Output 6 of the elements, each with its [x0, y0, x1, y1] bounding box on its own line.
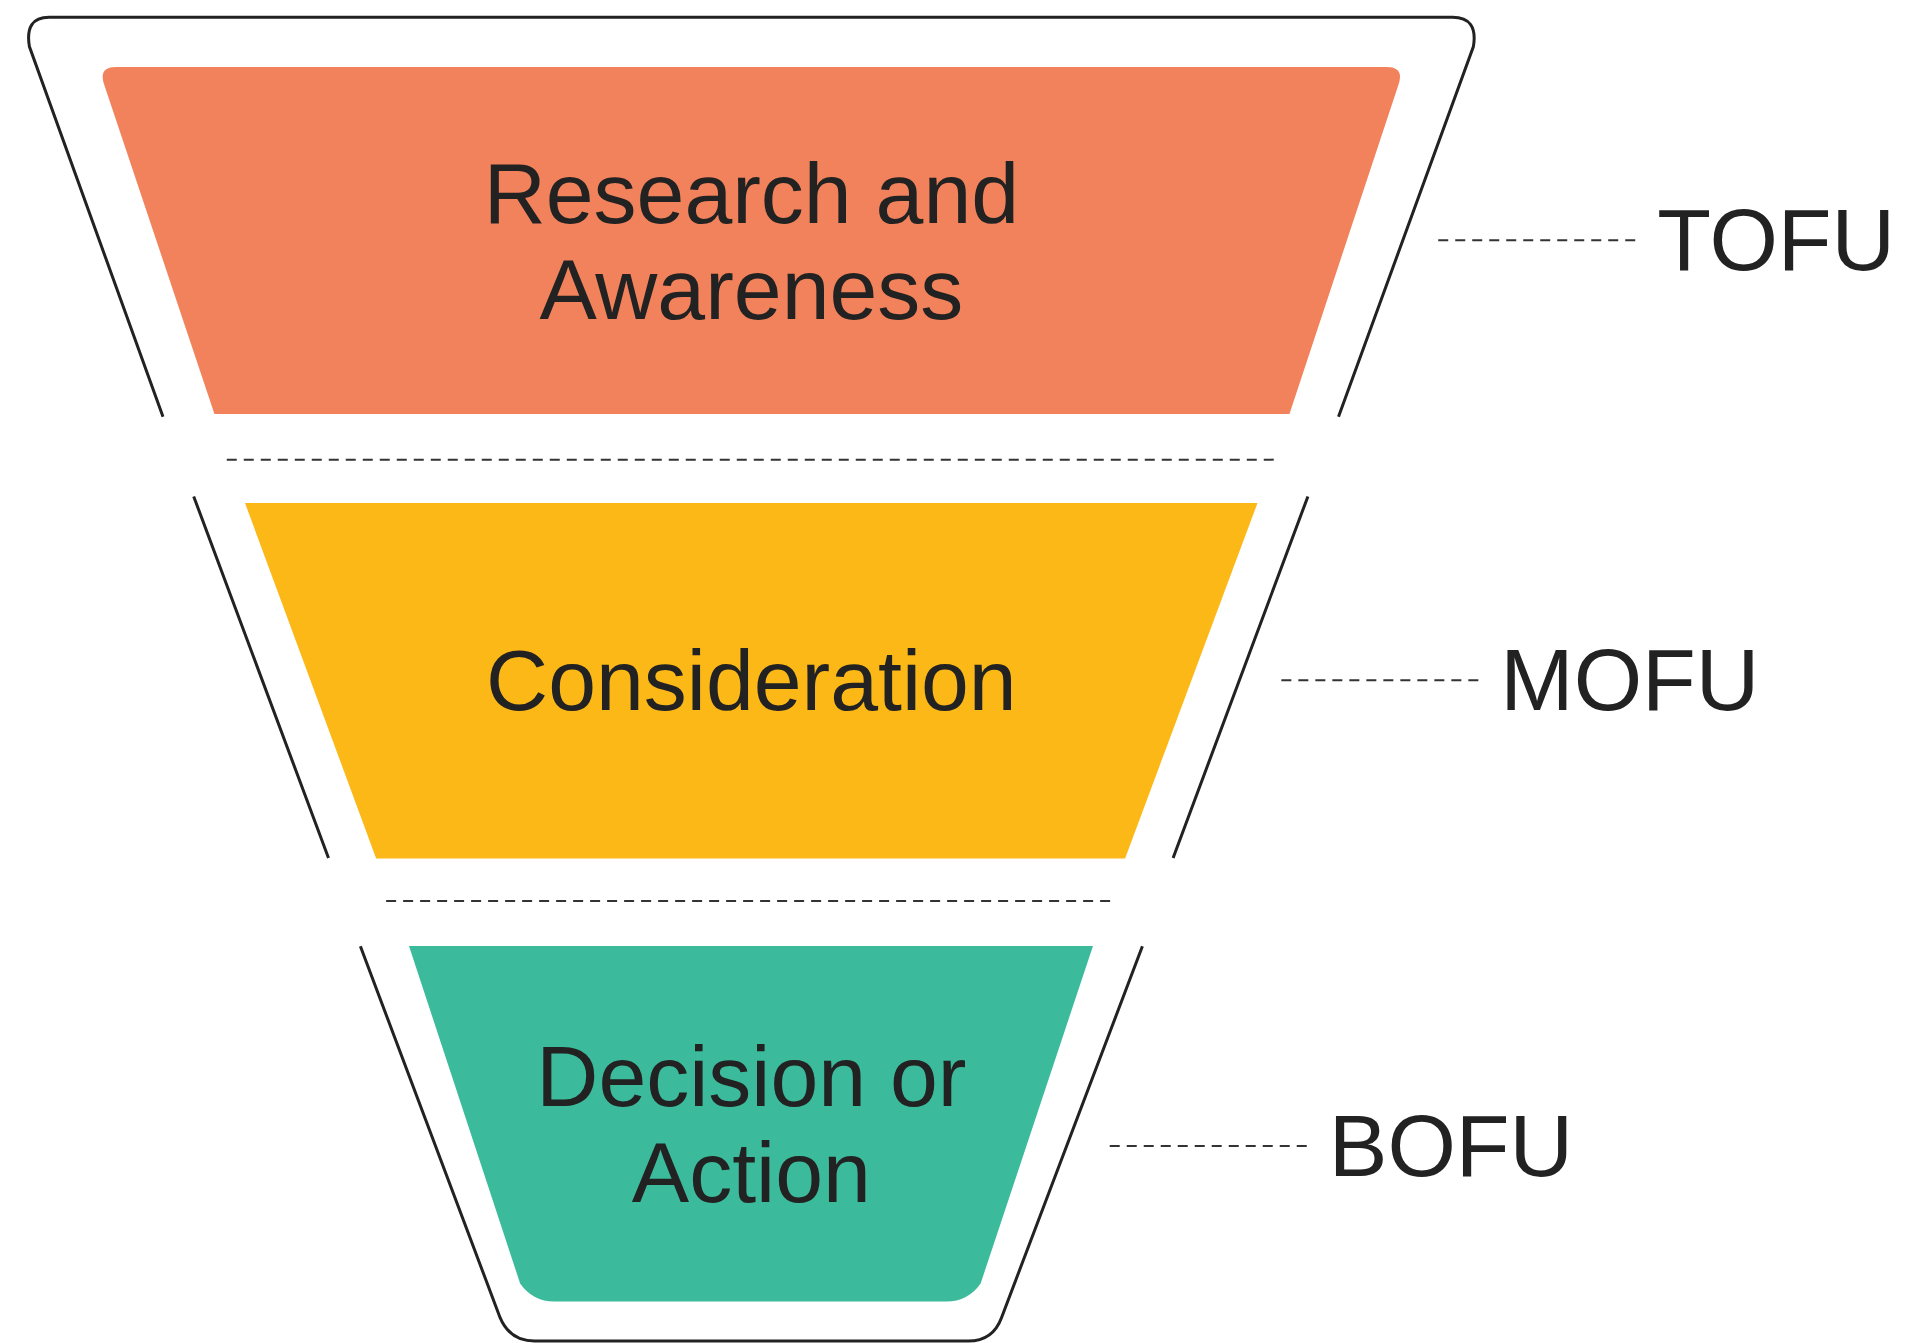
stage-label: Research and Awareness [482, 144, 1021, 338]
stage-label: Decision or Action [535, 1027, 968, 1221]
funnel-stage-tag: BOFU [1328, 1096, 1574, 1196]
stage-label: Consideration [486, 632, 1017, 729]
funnel-stage-tag: TOFU [1657, 190, 1896, 290]
funnel-stage-tag: MOFU [1500, 630, 1760, 730]
